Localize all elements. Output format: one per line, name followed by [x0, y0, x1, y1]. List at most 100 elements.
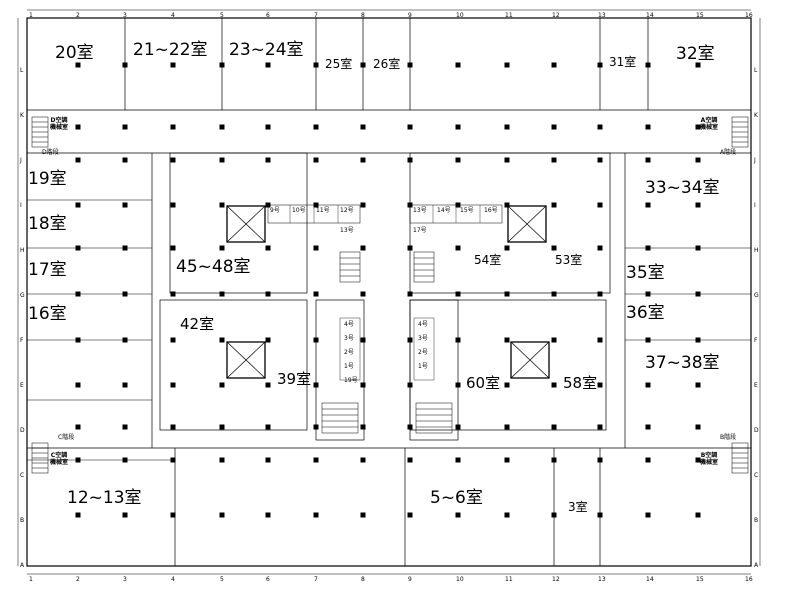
- column-marker: [695, 512, 701, 518]
- room-label-37-38: 37~38室: [645, 353, 720, 373]
- column-marker: [265, 382, 271, 388]
- column-axis-label: 16: [745, 12, 753, 19]
- column-marker: [407, 337, 413, 343]
- column-marker: [170, 62, 176, 68]
- column-marker: [551, 424, 557, 430]
- room-label-45-48: 45~48室: [176, 257, 251, 277]
- row-axis-label: K: [20, 112, 24, 119]
- column-marker: [551, 382, 557, 388]
- row-axis-label: C: [20, 472, 25, 479]
- column-marker: [597, 62, 603, 68]
- column-marker: [313, 337, 319, 343]
- column-marker: [360, 202, 366, 208]
- machine-room-label: 機械室: [700, 458, 719, 466]
- column-marker: [170, 157, 176, 163]
- toilet-label: 16号: [484, 207, 498, 214]
- machine-room-label: A空調: [700, 117, 718, 124]
- column-marker: [407, 291, 413, 297]
- room-label-60: 60室: [466, 374, 501, 392]
- column-marker: [313, 512, 319, 518]
- column-marker: [551, 157, 557, 163]
- column-marker: [455, 202, 461, 208]
- row-axis-label: A: [20, 562, 25, 569]
- core-right: [409, 299, 459, 441]
- column-axis-label: 2: [76, 12, 80, 19]
- toilet-label: 15号: [460, 207, 474, 214]
- column-marker: [313, 202, 319, 208]
- column-marker: [551, 337, 557, 343]
- column-marker: [597, 512, 603, 518]
- column-axis-label: 1: [29, 12, 33, 19]
- column-marker: [597, 291, 603, 297]
- column-marker: [551, 291, 557, 297]
- column-axis-label: 5: [220, 576, 224, 583]
- column-marker: [219, 62, 225, 68]
- room-label-25: 25室: [325, 57, 353, 71]
- row-axis-label: H: [20, 247, 25, 254]
- stairs: [339, 251, 361, 283]
- column-axis-label: 4: [171, 576, 175, 583]
- stairs: [413, 251, 435, 283]
- column-axis-label: 6: [266, 576, 270, 583]
- column-marker: [504, 245, 510, 251]
- room-label-32: 32室: [676, 44, 715, 64]
- core-room-label: 2号: [418, 349, 428, 356]
- machine-room-label: D空調: [50, 117, 68, 124]
- column-marker: [170, 291, 176, 297]
- stairs: [31, 116, 49, 148]
- column-marker: [360, 157, 366, 163]
- column-marker: [219, 337, 225, 343]
- column-marker: [122, 157, 128, 163]
- column-marker: [645, 457, 651, 463]
- column-marker: [597, 457, 603, 463]
- column-axis-label: 12: [552, 12, 560, 19]
- column-marker: [122, 62, 128, 68]
- room-label-42: 42室: [180, 315, 215, 333]
- column-marker: [122, 124, 128, 130]
- column-axis-label: 15: [696, 12, 704, 19]
- column-marker: [219, 457, 225, 463]
- column-axis-label: 10: [456, 576, 464, 583]
- machine-room-c: C空調機械室: [50, 452, 68, 467]
- column-marker: [645, 202, 651, 208]
- column-marker: [455, 424, 461, 430]
- column-marker: [597, 202, 603, 208]
- row-axis-label: H: [754, 247, 759, 254]
- row-axis-label: D: [754, 427, 759, 434]
- column-marker: [504, 457, 510, 463]
- column-marker: [551, 62, 557, 68]
- column-marker: [360, 62, 366, 68]
- column-marker: [122, 457, 128, 463]
- column-marker: [170, 124, 176, 130]
- column-marker: [360, 424, 366, 430]
- room-label-39: 39室: [277, 370, 312, 388]
- stairs: [415, 402, 453, 434]
- column-marker: [75, 457, 81, 463]
- column-marker: [360, 124, 366, 130]
- toilet-label: 14号: [437, 207, 451, 214]
- room-label-20: 20室: [55, 43, 94, 63]
- column-marker: [455, 245, 461, 251]
- row-axis-label: E: [20, 382, 24, 389]
- column-marker: [645, 245, 651, 251]
- column-marker: [645, 291, 651, 297]
- room-label-53: 53室: [555, 253, 583, 267]
- column-marker: [504, 382, 510, 388]
- room-label-17: 17室: [28, 260, 67, 280]
- core-room-label: 1号: [344, 363, 354, 370]
- column-marker: [265, 512, 271, 518]
- column-axis-label: 5: [220, 12, 224, 19]
- column-marker: [597, 245, 603, 251]
- column-marker: [504, 157, 510, 163]
- core-right-inner: [413, 317, 435, 381]
- central-block-left-bottom: [159, 299, 308, 431]
- column-marker: [170, 457, 176, 463]
- column-axis-label: 16: [745, 576, 753, 583]
- room-label-12-13: 12~13室: [67, 488, 142, 508]
- column-marker: [313, 62, 319, 68]
- column-axis-label: 11: [505, 12, 513, 19]
- core-room-label: 3号: [418, 335, 428, 342]
- toilet-label: 12号: [340, 207, 354, 214]
- column-marker: [170, 202, 176, 208]
- column-marker: [219, 382, 225, 388]
